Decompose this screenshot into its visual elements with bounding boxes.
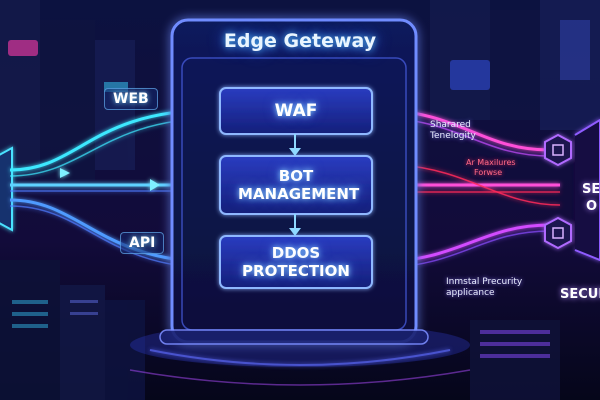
edge-text-o: O bbox=[586, 199, 598, 214]
note-red-bottom: Forwse bbox=[474, 168, 503, 177]
arrow-waf-to-bot bbox=[289, 148, 301, 156]
module-waf-label: WAF bbox=[274, 101, 318, 121]
source-web-label: WEB bbox=[104, 88, 158, 110]
flow-right-red bbox=[399, 164, 561, 206]
hex-node-bottom bbox=[544, 216, 572, 250]
note-immutable-security: Inmstal Precurity applicance bbox=[446, 277, 523, 298]
source-api-label: API bbox=[120, 232, 165, 254]
module-connectors bbox=[289, 134, 301, 236]
module-ddos-box bbox=[219, 235, 373, 289]
hex-node-top bbox=[544, 133, 572, 167]
module-bot-label: BOT MANAGEMENT bbox=[238, 167, 360, 203]
skyline-right bbox=[430, 0, 600, 400]
skyline-left bbox=[0, 0, 145, 400]
arrow-bot-to-ddos bbox=[289, 228, 301, 236]
note-red-top: Ar Maxilures bbox=[466, 158, 516, 167]
edge-text-secur: SECUR bbox=[560, 287, 600, 302]
edge-text-se: SE bbox=[582, 182, 600, 197]
right-hex-nodes bbox=[544, 118, 600, 262]
module-ddos-label: DDOS PROTECTION bbox=[242, 244, 350, 280]
note-shared-technology: Sharared Tenelogity bbox=[430, 120, 476, 141]
gateway-title: Edge Geteway bbox=[223, 30, 377, 52]
left-hex-node bbox=[0, 146, 13, 232]
